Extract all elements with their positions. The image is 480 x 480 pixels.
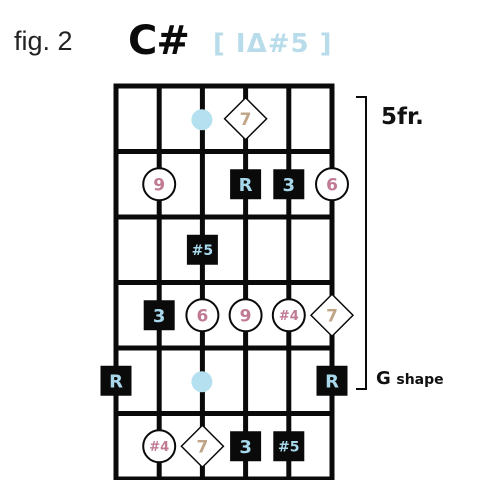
- root-square: R: [316, 365, 348, 396]
- sixth-circle: 6: [315, 167, 349, 202]
- note-label: 9: [153, 175, 165, 195]
- circle-shape: [185, 298, 220, 333]
- seventh-diamond: 7: [180, 424, 225, 469]
- key-title: C#: [128, 18, 190, 64]
- diamond-shape: [309, 293, 355, 338]
- note-label: 3: [283, 175, 296, 196]
- note-label: 6: [196, 306, 208, 326]
- note-label: #4: [279, 309, 299, 324]
- ninth-circle: 9: [228, 298, 263, 333]
- square-shape: [143, 300, 175, 331]
- diamond-shape: [180, 424, 225, 469]
- circle-shape: [315, 167, 349, 202]
- dot-shape: [191, 371, 213, 393]
- shape-label: G shape: [376, 368, 444, 389]
- note-label: 9: [240, 306, 252, 326]
- note-label: #5: [278, 439, 299, 455]
- square-shape: [316, 365, 348, 396]
- note-label: R: [325, 371, 339, 392]
- shape-word: shape: [396, 372, 444, 388]
- diamond-shape: [223, 96, 268, 141]
- note-label: 3: [153, 306, 166, 327]
- note-label: 7: [326, 306, 338, 326]
- ninth-circle: 9: [142, 167, 177, 202]
- seventh-diamond: 7: [309, 293, 355, 338]
- circle-shape: [142, 167, 177, 202]
- blue-dot: [191, 109, 213, 131]
- square-shape: [186, 234, 218, 265]
- square-shape: [230, 169, 262, 200]
- seventh-diamond: 7: [223, 96, 268, 141]
- note-label: 3: [239, 437, 252, 458]
- square-shape: [273, 169, 305, 200]
- position-bracket: [356, 96, 367, 390]
- sixth-circle: 6: [185, 298, 220, 333]
- root-square: R: [230, 169, 262, 200]
- square-shape: [230, 431, 262, 462]
- fret-position-label: 5fr.: [381, 104, 424, 130]
- square-shape: [273, 431, 305, 462]
- note-label: R: [239, 175, 253, 196]
- chord-name: [ IΔ#5 ]: [213, 29, 333, 59]
- sharp-five-square: #5: [273, 431, 305, 462]
- note-label: 7: [196, 437, 208, 457]
- dot-shape: [191, 109, 213, 131]
- sharp-four-circle: #4: [271, 298, 306, 333]
- root-square: R: [100, 365, 132, 396]
- note-label: #4: [149, 440, 169, 455]
- circle-shape: [271, 298, 306, 333]
- shape-letter: G: [376, 368, 391, 389]
- note-label: 7: [240, 110, 252, 130]
- sharp-four-circle: #4: [142, 429, 177, 464]
- note-label: R: [109, 371, 123, 392]
- third-square: 3: [230, 431, 262, 462]
- circle-shape: [142, 429, 177, 464]
- blue-dot: [191, 371, 213, 393]
- figure-label: fig. 2: [14, 26, 73, 56]
- bracket-line: [356, 96, 367, 390]
- third-square: 3: [273, 169, 305, 200]
- sharp-five-square: #5: [186, 234, 218, 265]
- third-square: 3: [143, 300, 175, 331]
- square-shape: [100, 365, 132, 396]
- circle-shape: [228, 298, 263, 333]
- note-label: #5: [192, 243, 213, 259]
- note-label: 6: [326, 175, 338, 195]
- fretboard-grid: [113, 83, 335, 480]
